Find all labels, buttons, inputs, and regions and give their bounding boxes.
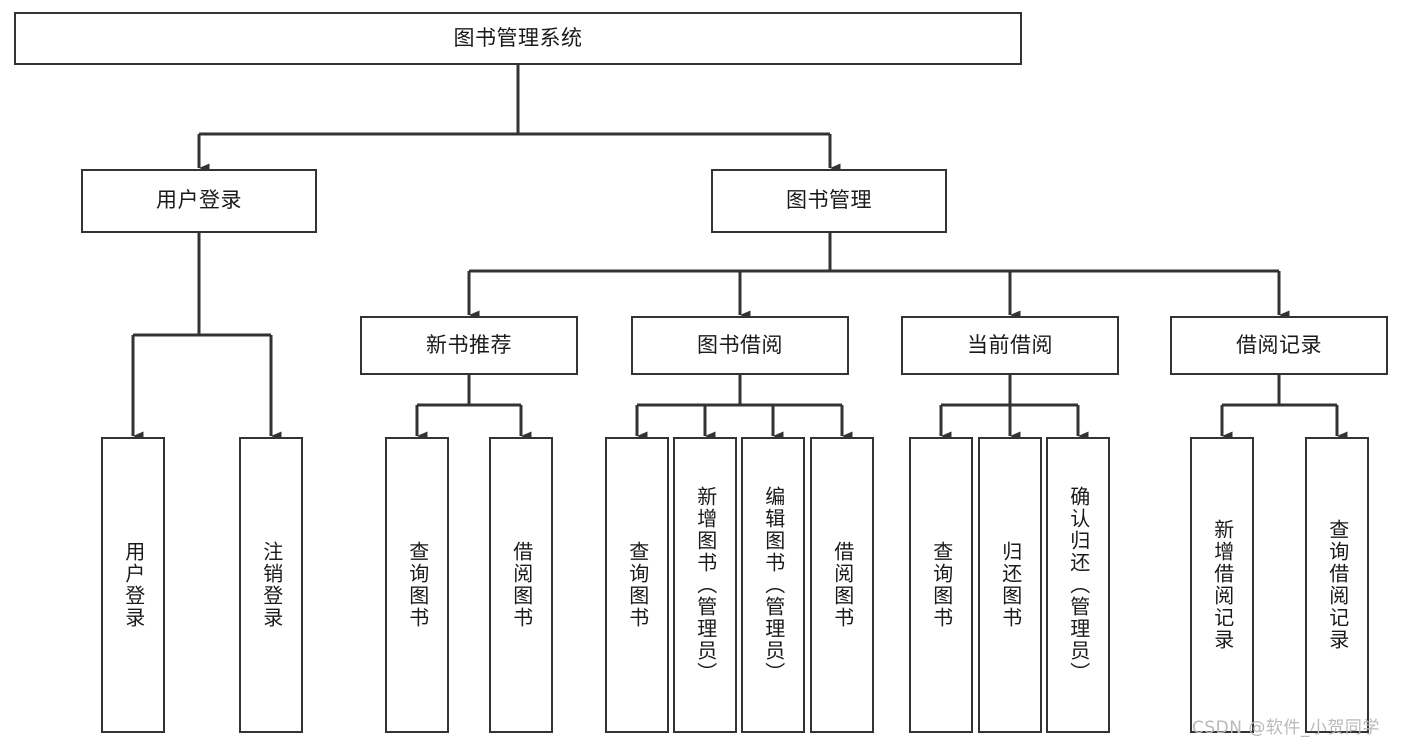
node-book-borrow[interactable]: 图书借阅: [631, 316, 849, 375]
node-leaf-borrow-book-1[interactable]: 借阅图书: [489, 437, 553, 733]
node-leaf-query-book-1[interactable]: 查询图书: [385, 437, 449, 733]
node-leaf-query-book-1-label: 查询图书: [405, 541, 430, 629]
node-leaf-query-book-3-label: 查询图书: [929, 541, 954, 629]
node-leaf-user-login-label: 用户登录: [121, 541, 146, 629]
csdn-watermark: CSDN @软件_小贺同学: [1192, 718, 1380, 738]
node-leaf-query-record[interactable]: 查询借阅记录: [1305, 437, 1369, 733]
node-borrow-record-label: 借阅记录: [1236, 332, 1322, 357]
node-leaf-logout-label: 注销登录: [259, 541, 284, 629]
node-leaf-borrow-book-2-label: 借阅图书: [830, 541, 855, 629]
node-new-book-rec-label: 新书推荐: [426, 332, 512, 357]
node-leaf-query-book-2[interactable]: 查询图书: [605, 437, 669, 733]
node-book-manage[interactable]: 图书管理: [711, 169, 947, 233]
node-leaf-query-book-2-label: 查询图书: [625, 541, 650, 629]
node-book-borrow-label: 图书借阅: [697, 332, 783, 357]
node-leaf-edit-book-label: 编辑图书（管理员）: [761, 486, 786, 684]
node-leaf-borrow-book-1-label: 借阅图书: [509, 541, 534, 629]
node-leaf-add-book-label: 新增图书（管理员）: [693, 486, 718, 684]
node-book-manage-label: 图书管理: [786, 188, 872, 213]
node-leaf-confirm-return[interactable]: 确认归还（管理员）: [1046, 437, 1110, 733]
node-leaf-add-record[interactable]: 新增借阅记录: [1190, 437, 1254, 733]
node-leaf-logout[interactable]: 注销登录: [239, 437, 303, 733]
node-leaf-return-book-label: 归还图书: [998, 541, 1023, 629]
node-user-login-label: 用户登录: [156, 188, 242, 213]
node-root-label: 图书管理系统: [453, 25, 583, 50]
node-current-borrow-label: 当前借阅: [967, 332, 1053, 357]
node-current-borrow[interactable]: 当前借阅: [901, 316, 1119, 375]
node-user-login[interactable]: 用户登录: [81, 169, 317, 233]
node-leaf-confirm-return-label: 确认归还（管理员）: [1066, 486, 1091, 684]
node-leaf-query-record-label: 查询借阅记录: [1325, 519, 1350, 651]
node-leaf-add-book[interactable]: 新增图书（管理员）: [673, 437, 737, 733]
node-root[interactable]: 图书管理系统: [14, 12, 1022, 65]
node-leaf-user-login[interactable]: 用户登录: [101, 437, 165, 733]
node-leaf-query-book-3[interactable]: 查询图书: [909, 437, 973, 733]
node-leaf-edit-book[interactable]: 编辑图书（管理员）: [741, 437, 805, 733]
node-leaf-add-record-label: 新增借阅记录: [1210, 519, 1235, 651]
node-new-book-rec[interactable]: 新书推荐: [360, 316, 578, 375]
node-borrow-record[interactable]: 借阅记录: [1170, 316, 1388, 375]
node-leaf-borrow-book-2[interactable]: 借阅图书: [810, 437, 874, 733]
node-leaf-return-book[interactable]: 归还图书: [978, 437, 1042, 733]
